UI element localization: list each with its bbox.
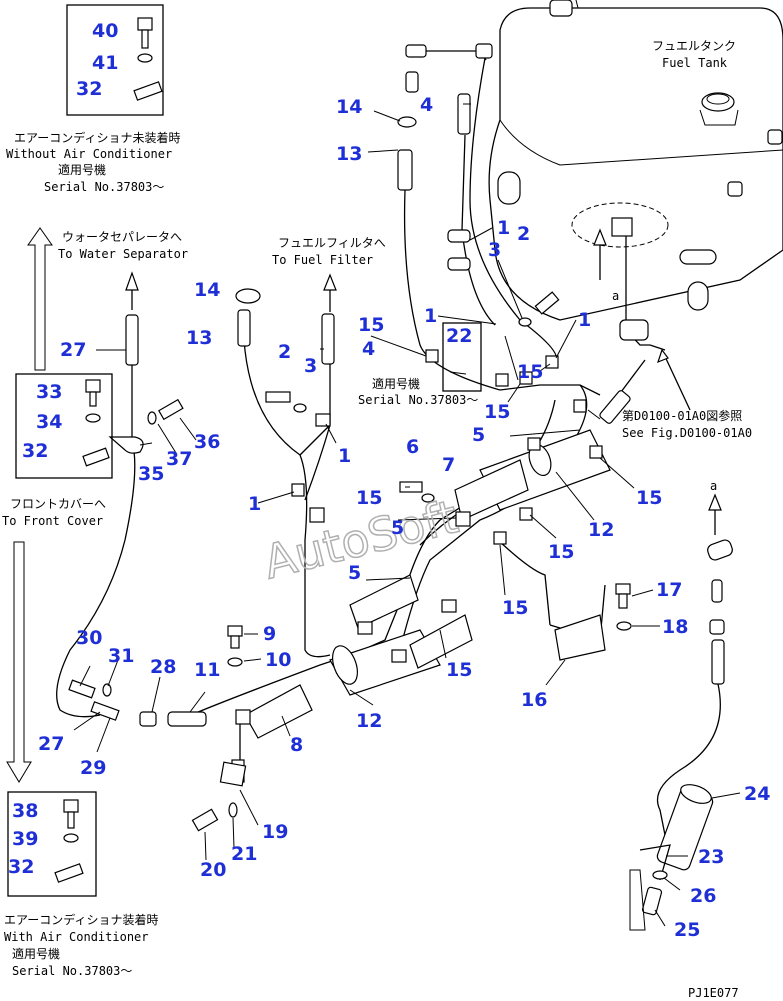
callout-13: 13 [336,143,362,165]
without-ac-en: Without Air Conditioner [6,147,172,161]
annotations: フュエルタンク Fuel Tank フュエルフィルタへ To Fuel Filt… [2,39,752,1000]
callout-12: 12 [356,710,382,732]
callout-32: 32 [22,440,48,462]
callout-15: 15 [517,361,543,383]
callout-27: 27 [60,339,86,361]
callout-16: 16 [521,689,547,711]
see-fig-en: See Fig.D0100-01A0 [622,426,752,440]
callout-8: 8 [290,734,303,756]
callout-14: 14 [194,279,220,301]
fuel-tank [488,0,783,321]
callout-30: 30 [76,627,102,649]
without-ac-jp: エアーコンディショナ未装着時 [14,130,180,145]
callout-40: 40 [92,20,118,42]
drain-assembly [629,539,733,931]
to-front-cover-jp: フロントカバーへ [10,497,106,511]
fasteners [54,17,632,883]
callout-5: 5 [348,562,361,584]
callout-11: 11 [194,659,220,681]
callout-3: 3 [304,355,317,377]
callout-35: 35 [138,463,164,485]
callout-31: 31 [108,645,134,667]
see-fig-jp: 第D0100-01A0図参照 [622,408,742,423]
callout-37: 37 [166,448,192,470]
callout-5: 5 [472,424,485,446]
with-ac-applicable: 適用号機 [12,946,60,961]
callout-33: 33 [36,381,62,403]
callout-21: 21 [231,843,257,865]
callout-6: 6 [406,436,419,458]
callout-3: 3 [488,239,501,261]
ref-a-right: a [710,479,717,493]
callout-1: 1 [497,217,510,239]
callout-14: 14 [336,96,362,118]
callout-10: 10 [265,649,291,671]
callout-1: 1 [338,445,351,467]
callout-4: 4 [420,94,433,116]
callout-15: 15 [358,314,384,336]
leader-lines [73,103,741,927]
callout-39: 39 [12,828,38,850]
with-ac-en: With Air Conditioner [4,930,149,944]
without-ac-applicable: 適用号機 [58,162,106,177]
callout-12: 12 [588,519,614,541]
callout-15: 15 [356,487,382,509]
pipe-sleeves [244,429,611,739]
to-front-cover-en: To Front Cover [2,514,103,528]
callout-9: 9 [263,623,276,645]
callout-1: 1 [248,493,261,515]
callout-5: 5 [391,517,404,539]
callout-20: 20 [200,859,226,881]
direction-arrows [6,227,722,783]
callout-numbers: 40 41 32 14 4 13 1 3 2 1 22 1 15 15 5 14… [8,20,770,941]
callout-22: 22 [446,325,472,347]
inset-boxes [7,4,482,897]
callout-25: 25 [674,919,700,941]
callout-38: 38 [12,800,38,822]
callout-7: 7 [442,454,455,476]
callout-17: 17 [656,579,682,601]
to-water-separator-en: To Water Separator [58,247,188,261]
callout-36: 36 [194,431,220,453]
callout-4: 4 [362,338,375,360]
to-fuel-filter-jp: フュエルフィルタへ [278,236,386,250]
callout-1: 1 [578,309,591,331]
callout-2: 2 [278,341,291,363]
to-fuel-filter-en: To Fuel Filter [272,253,373,267]
callout-15: 15 [484,401,510,423]
callout-13: 13 [186,327,212,349]
pipe-routing [56,288,606,783]
callout-19: 19 [262,821,288,843]
to-water-separator-jp: ウォータセパレータへ [62,230,182,244]
with-ac-jp: エアーコンディショナ装着時 [4,912,158,927]
fuel-tank-label-en: Fuel Tank [662,56,728,70]
callout-29: 29 [80,757,106,779]
serial-mid: Serial No.37803〜 [358,393,478,407]
serial-applicable-mid: 適用号機 [372,376,420,391]
callout-2: 2 [517,223,530,245]
fuel-tank-label-jp: フュエルタンク [652,39,736,53]
callout-15: 15 [502,597,528,619]
callout-32: 32 [8,856,34,878]
with-ac-serial: Serial No.37803〜 [12,964,132,978]
callout-41: 41 [92,52,118,74]
callout-26: 26 [690,885,716,907]
callout-1: 1 [424,305,437,327]
callout-15: 15 [548,541,574,563]
callout-32: 32 [76,78,102,100]
callout-18: 18 [662,616,688,638]
diagram-code: PJ1E077 [688,986,739,1000]
callout-34: 34 [36,411,62,433]
clamps [235,349,603,725]
callout-15: 15 [446,659,472,681]
callout-23: 23 [698,846,724,868]
ref-a-top: a [612,289,619,303]
callout-27: 27 [38,733,64,755]
callout-28: 28 [150,656,176,678]
without-ac-serial: Serial No.37803〜 [44,180,164,194]
callout-15: 15 [636,487,662,509]
callout-24: 24 [744,783,770,805]
